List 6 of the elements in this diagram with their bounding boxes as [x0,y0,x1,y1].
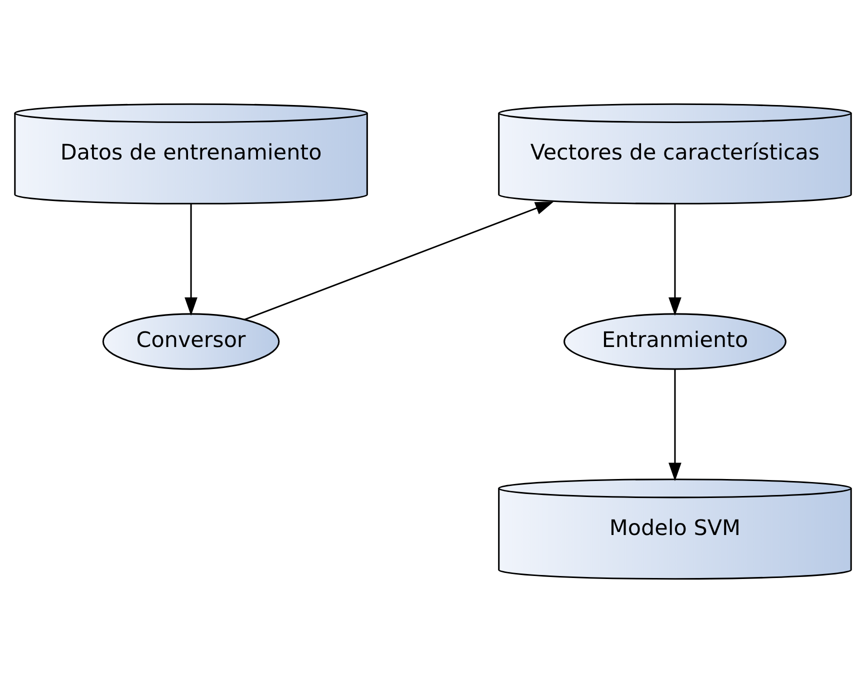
arrow [668,369,682,482]
arrow [668,204,682,316]
arrow [184,204,198,316]
node-ellipse: Entranmiento [564,313,786,370]
node-ellipse: Conversor [102,313,280,370]
arrow [244,202,554,320]
